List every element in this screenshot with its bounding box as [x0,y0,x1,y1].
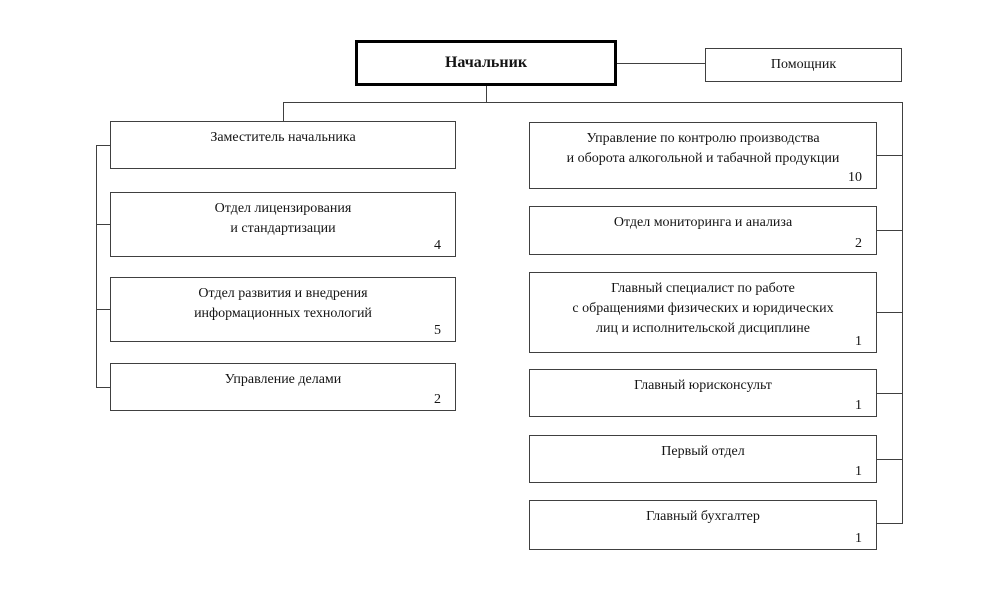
connector-right-stub [877,459,902,460]
org-box-count: 5 [434,323,441,338]
connector-right-stub [877,523,902,524]
org-box-count: 10 [848,170,862,185]
org-box-title: Управление делами [224,372,342,387]
connector-right-stub [877,393,902,394]
connector-left-vertical [96,145,97,388]
org-box-title: Отдел лицензирования и стандартизации [214,201,352,236]
org-box-title: Заместитель начальника [210,130,356,145]
connector-right-vertical [902,102,903,524]
org-box-title: Управление по контролю производства и об… [566,131,840,166]
org-box-count: 2 [855,236,862,251]
org-box-count: 2 [434,392,441,407]
org-box-chief-specialist: Главный специалист по работе с обращения… [529,272,877,353]
org-box-it-dept: Отдел развития и внедрения информационны… [110,277,456,342]
org-box-deputy: Заместитель начальника [110,121,456,169]
org-box-title: Помощник [770,57,837,72]
connector-main-horizontal [283,102,903,103]
org-box-licensing-dept: Отдел лицензирования и стандартизации 4 [110,192,456,257]
org-box-count: 1 [855,464,862,479]
connector-right-stub [877,230,902,231]
org-box-title: Первый отдел [661,444,745,459]
org-box-first-dept: Первый отдел 1 [529,435,877,483]
org-box-chief-legal-counsel: Главный юрисконсульт 1 [529,369,877,417]
org-box-title: Главный юрисконсульт [634,378,772,393]
org-box-count: 1 [855,398,862,413]
org-box-title: Главный специалист по работе с обращения… [572,281,834,336]
org-box-title: Главный бухгалтер [646,509,760,524]
connector-right-stub [877,312,902,313]
org-box-title: Начальник [444,54,528,71]
org-box-title: Отдел мониторинга и анализа [613,215,793,230]
org-box-chief: Начальник [355,40,617,86]
connector-right-stub [877,155,902,156]
connector-root-assistant [617,63,705,64]
connector-left-stub [96,309,110,310]
org-box-count: 1 [855,531,862,546]
org-box-title: Отдел развития и внедрения информационны… [194,286,372,321]
connector-root-down [486,86,487,103]
org-box-affairs-dept: Управление делами 2 [110,363,456,411]
org-box-monitoring-dept: Отдел мониторинга и анализа 2 [529,206,877,255]
connector-left-stub [96,224,110,225]
connector-left-drop [283,102,284,121]
connector-left-stub [96,145,110,146]
connector-left-stub [96,387,110,388]
org-box-assistant: Помощник [705,48,902,82]
org-box-alcohol-tobacco-control: Управление по контролю производства и об… [529,122,877,189]
org-box-count: 4 [434,238,441,253]
org-box-count: 1 [855,334,862,349]
org-box-chief-accountant: Главный бухгалтер 1 [529,500,877,550]
